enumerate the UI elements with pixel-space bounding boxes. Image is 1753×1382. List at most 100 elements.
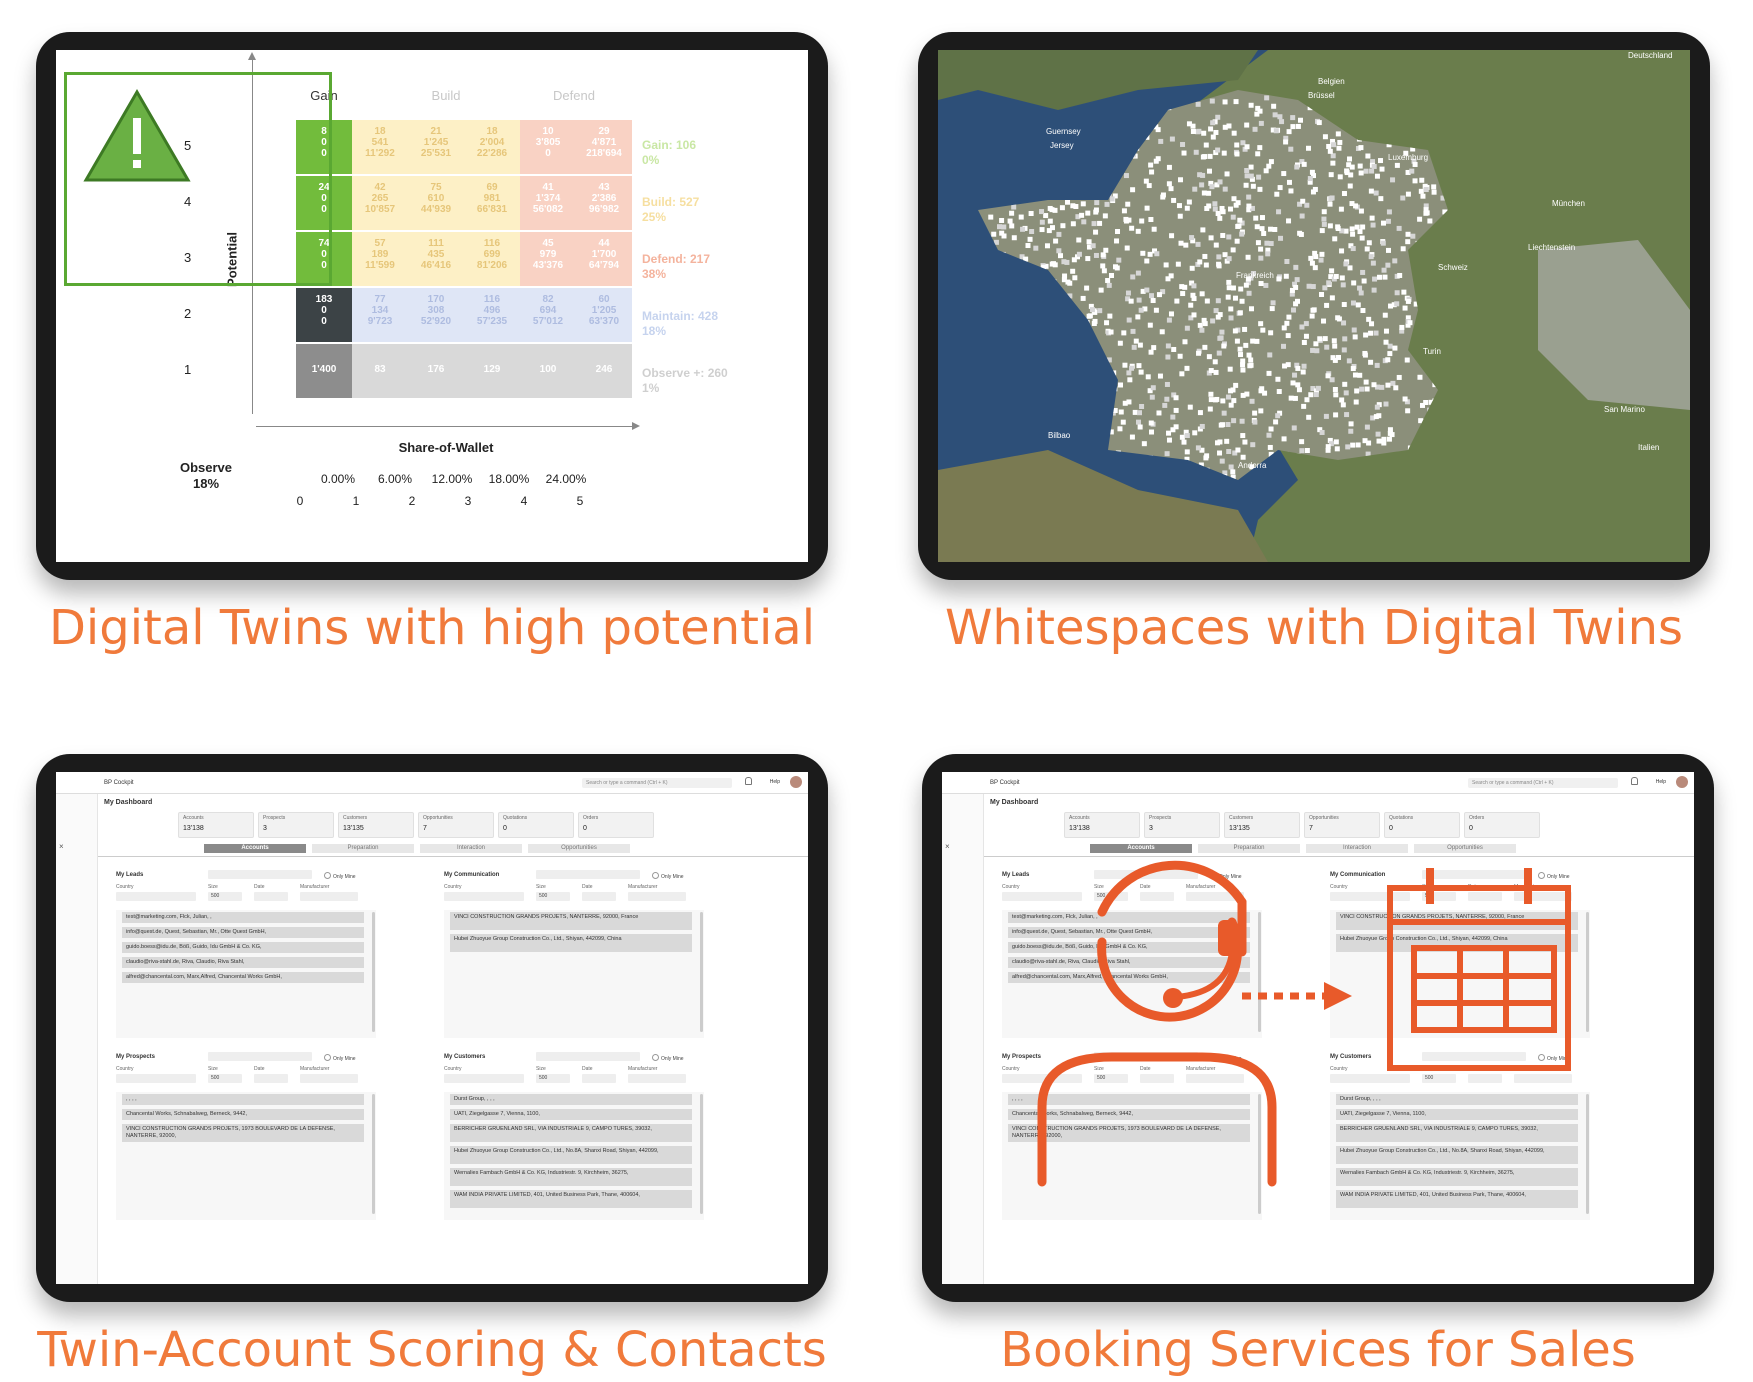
tab-accounts[interactable]: Accounts bbox=[204, 844, 306, 853]
avatar[interactable] bbox=[790, 776, 802, 788]
size-input[interactable]: 500 bbox=[536, 892, 570, 901]
list-item[interactable]: Hubei Zhuoyue Group Construction Co., Lt… bbox=[450, 1146, 692, 1164]
manufacturer-input[interactable] bbox=[300, 892, 358, 901]
country-input[interactable] bbox=[444, 1074, 524, 1083]
manufacturer-input[interactable] bbox=[1514, 1074, 1572, 1083]
list-item[interactable]: claudio@riva-stahl.de, Riva, Claudio, Ri… bbox=[1008, 957, 1250, 968]
list-item[interactable]: claudio@riva-stahl.de, Riva, Claudio, Ri… bbox=[122, 957, 364, 968]
list-item[interactable]: WAM INDIA PRIVATE LIMITED, 401, United B… bbox=[1336, 1190, 1578, 1208]
country-input[interactable] bbox=[116, 1074, 196, 1083]
list-item[interactable]: Hubei Zhuoyue Group Construction Co., Lt… bbox=[1336, 1146, 1578, 1164]
search-input[interactable]: Search or type a command (Ctrl + K) bbox=[1468, 778, 1618, 788]
filter-field[interactable] bbox=[1422, 1052, 1526, 1061]
list-item[interactable]: VINCI CONSTRUCTION GRANDS PROJETS, NANTE… bbox=[450, 912, 692, 930]
list-item[interactable]: VINCI CONSTRUCTION GRANDS PROJETS, 1973 … bbox=[122, 1124, 364, 1142]
list-item[interactable]: Durst Group, , , , bbox=[1336, 1094, 1578, 1105]
list-item[interactable]: UATI, Ziegelgasse 7, Vienna, 1100, bbox=[1336, 1109, 1578, 1120]
size-input[interactable]: 500 bbox=[208, 1074, 242, 1083]
list-item[interactable]: guido.boess@idu.de, Böß, Guido, Idu GmbH… bbox=[1008, 942, 1250, 953]
date-input[interactable] bbox=[254, 1074, 288, 1083]
manufacturer-input[interactable] bbox=[1186, 892, 1244, 901]
bell-icon[interactable] bbox=[745, 777, 752, 785]
bell-icon[interactable] bbox=[1631, 777, 1638, 785]
country-input[interactable] bbox=[1330, 892, 1410, 901]
list-item[interactable]: test@marketing.com, Flck, Julian, , bbox=[1008, 912, 1250, 923]
list-item[interactable]: , , , , bbox=[122, 1094, 364, 1105]
list-item[interactable]: Hubei Zhuoyue Group Construction Co., Lt… bbox=[450, 934, 692, 952]
date-input[interactable] bbox=[1140, 892, 1174, 901]
tab-opportunities[interactable]: Opportunities bbox=[1414, 844, 1516, 853]
scrollbar[interactable] bbox=[700, 1094, 703, 1214]
country-input[interactable] bbox=[1330, 1074, 1410, 1083]
manufacturer-input[interactable] bbox=[300, 1074, 358, 1083]
list-item[interactable]: VINCI CONSTRUCTION GRANDS PROJETS, 1973 … bbox=[1008, 1124, 1250, 1142]
size-input[interactable]: 500 bbox=[208, 892, 242, 901]
tab-preparation[interactable]: Preparation bbox=[312, 844, 414, 853]
france-whitespace-map[interactable]: DeutschlandBelgienBrüsselLuxemburgGuerns… bbox=[938, 50, 1690, 562]
tab-opportunities[interactable]: Opportunities bbox=[528, 844, 630, 853]
search-input[interactable]: Search or type a command (Ctrl + K) bbox=[582, 778, 732, 788]
only-mine-toggle[interactable]: Only Mine bbox=[652, 872, 684, 880]
only-mine-toggle[interactable]: Only Mine bbox=[324, 1054, 356, 1062]
scrollbar[interactable] bbox=[1586, 912, 1589, 1032]
date-input[interactable] bbox=[582, 892, 616, 901]
list-item[interactable]: Durst Group, , , , bbox=[450, 1094, 692, 1105]
filter-field[interactable] bbox=[208, 1052, 312, 1061]
date-input[interactable] bbox=[1468, 892, 1502, 901]
size-input[interactable]: 500 bbox=[536, 1074, 570, 1083]
matrix-cell[interactable]: 176 bbox=[408, 344, 464, 398]
sidebar-close-mark[interactable]: × bbox=[59, 842, 64, 851]
filter-field[interactable] bbox=[536, 870, 640, 879]
matrix-cell[interactable]: 246 bbox=[576, 344, 632, 398]
list-item[interactable]: UATI, Ziegelgasse 7, Vienna, 1100, bbox=[450, 1109, 692, 1120]
list-item[interactable]: info@quest.de, Quest, Sebastian, Mr., Ot… bbox=[1008, 927, 1250, 938]
list-item[interactable]: alfred@chancental.com, Marx,Alfred, Chan… bbox=[1008, 972, 1250, 983]
manufacturer-input[interactable] bbox=[628, 1074, 686, 1083]
manufacturer-input[interactable] bbox=[1514, 892, 1572, 901]
list-item[interactable]: BERRICHER GRUENLAND SRL, VIA INDUSTRIALE… bbox=[1336, 1124, 1578, 1142]
size-input[interactable]: 500 bbox=[1422, 1074, 1456, 1083]
date-input[interactable] bbox=[582, 1074, 616, 1083]
list-item[interactable]: info@quest.de, Quest, Sebastian, Mr., Ot… bbox=[122, 927, 364, 938]
matrix-cell[interactable]: 1'400 bbox=[296, 344, 352, 398]
date-input[interactable] bbox=[254, 892, 288, 901]
scrollbar[interactable] bbox=[372, 1094, 375, 1214]
only-mine-toggle[interactable]: Only Mine bbox=[324, 872, 356, 880]
tab-interaction[interactable]: Interaction bbox=[1306, 844, 1408, 853]
list-item[interactable]: Chancental Works, Schnabalweg, Berneck, … bbox=[1008, 1109, 1250, 1120]
manufacturer-input[interactable] bbox=[628, 892, 686, 901]
scrollbar[interactable] bbox=[1258, 1094, 1261, 1214]
filter-field[interactable] bbox=[1422, 870, 1526, 879]
filter-field[interactable] bbox=[536, 1052, 640, 1061]
matrix-cell[interactable]: 83 bbox=[352, 344, 408, 398]
list-item[interactable]: alfred@chancental.com, Marx,Alfred, Chan… bbox=[122, 972, 364, 983]
tab-preparation[interactable]: Preparation bbox=[1198, 844, 1300, 853]
list-item[interactable]: Chancental Works, Schnabalweg, Berneck, … bbox=[122, 1109, 364, 1120]
help-menu[interactable]: Help bbox=[1655, 779, 1666, 785]
only-mine-toggle[interactable]: Only Mine bbox=[1538, 1054, 1570, 1062]
size-input[interactable]: 500 bbox=[1094, 1074, 1128, 1083]
list-item[interactable]: , , , , bbox=[1008, 1094, 1250, 1105]
list-item[interactable]: Wernalies Fambach GmbH & Co. KG, Industr… bbox=[450, 1168, 692, 1186]
scrollbar[interactable] bbox=[1258, 912, 1261, 1032]
filter-field[interactable] bbox=[208, 870, 312, 879]
